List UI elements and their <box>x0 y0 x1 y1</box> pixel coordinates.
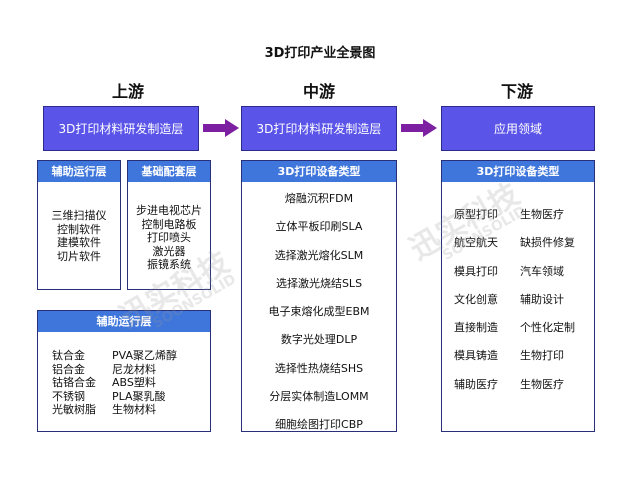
list-item: 选择激光熔化SLM <box>274 248 364 262</box>
equipment-types-panel: 3D打印设备类型 熔融沉积FDM 立体平板印刷SLA 选择激光熔化SLM 选择激… <box>241 160 397 432</box>
downstream-layer-label: 应用领域 <box>493 122 542 136</box>
list-item: 个性化定制 <box>520 321 575 335</box>
list-item: 生物打印 <box>520 349 564 363</box>
list-item: 航空航天 <box>454 236 498 250</box>
list-item: 文化创意 <box>454 292 498 306</box>
list-item: 打印喷头 <box>147 231 191 244</box>
list-item: PLA聚乳酸 <box>112 389 166 403</box>
list-item: 选择性热烧结SHS <box>274 361 364 375</box>
list-item: 模具打印 <box>454 264 498 278</box>
stage-downstream-label: 下游 <box>500 82 533 101</box>
list-item: 生物材料 <box>112 403 156 416</box>
list-item: PVA聚乙烯醇 <box>112 349 177 362</box>
upstream-layer-box: 3D打印材料研发制造层 <box>43 106 199 151</box>
aux-operation-panel: 辅助运行层 三维扫描仪 控制软件 建模软件 切片软件 <box>37 160 121 290</box>
downstream-layer-box: 应用领域 <box>441 106 595 151</box>
arrow-right-icon <box>203 119 239 137</box>
page-title: 3D打印产业全景图 <box>264 46 376 61</box>
list-item: 缺损件修复 <box>520 236 575 250</box>
list-item: 铝合金 <box>52 362 85 376</box>
list-item: 分层实体制造LOMM <box>269 390 369 404</box>
list-item: 模具铸造 <box>454 349 498 363</box>
base-support-panel: 基础配套层 步进电视芯片 控制电路板 打印喷头 激光器 振镜系统 <box>127 160 211 290</box>
materials-list-right: PVA聚乙烯醇 尼龙材料 ABS塑料 PLA聚乳酸 生物材料 <box>112 349 177 417</box>
list-item: 生物医疗 <box>520 377 564 391</box>
list-item: 原型打印 <box>454 208 498 221</box>
list-item: 辅助设计 <box>520 292 564 306</box>
list-item: 步进电视芯片 <box>136 204 202 217</box>
base-support-panel-title: 基础配套层 <box>128 161 210 182</box>
applications-list-right: 生物医疗 缺损件修复 汽车领域 辅助设计 个性化定制 生物打印 生物医疗 <box>520 201 575 399</box>
list-item: 数字光处理DLP <box>280 333 358 347</box>
equipment-types-list: 熔融沉积FDM 立体平板印刷SLA 选择激光熔化SLM 选择激光烧结SLS 电子… <box>242 185 396 440</box>
list-item: 钛合金 <box>52 349 85 362</box>
list-item: 控制软件 <box>57 222 101 236</box>
list-item: 生物医疗 <box>520 208 564 221</box>
list-item: ABS塑料 <box>112 376 156 389</box>
list-item: 建模软件 <box>57 236 101 249</box>
list-item: 不锈钢 <box>52 389 85 403</box>
stage-midstream-label: 中游 <box>302 82 335 101</box>
equipment-types-panel-title: 3D打印设备类型 <box>242 161 396 182</box>
midstream-layer-box: 3D打印材料研发制造层 <box>241 106 397 151</box>
list-item: 激光器 <box>152 244 186 258</box>
list-item: 选择激光烧结SLS <box>275 276 363 290</box>
list-item: 辅助医疗 <box>454 377 498 391</box>
list-item: 细胞绘图打印CBP <box>275 418 363 432</box>
applications-panel: 3D打印设备类型 原型打印 航空航天 模具打印 文化创意 直接制造 模具铸造 辅… <box>441 160 595 432</box>
list-item: 立体平板印刷SLA <box>275 220 363 234</box>
list-item: 直接制造 <box>454 321 498 335</box>
base-support-list: 步进电视芯片 控制电路板 打印喷头 激光器 振镜系统 <box>128 204 210 272</box>
list-item: 光敏树脂 <box>52 403 96 416</box>
list-item: 三维扫描仪 <box>51 209 107 222</box>
aux-operation-panel-title: 辅助运行层 <box>38 161 120 182</box>
applications-panel-title: 3D打印设备类型 <box>442 161 594 182</box>
list-item: 熔融沉积FDM <box>284 192 354 205</box>
list-item: 尼龙材料 <box>112 362 156 376</box>
stage-upstream-label: 上游 <box>111 82 144 101</box>
list-item: 控制电路板 <box>141 217 197 231</box>
list-item: 钴铬合金 <box>52 376 96 389</box>
materials-list-left: 钛合金 铝合金 钴铬合金 不锈钢 光敏树脂 <box>52 349 96 417</box>
materials-panel-title: 辅助运行层 <box>38 311 210 332</box>
list-item: 振镜系统 <box>147 258 191 271</box>
aux-operation-list: 三维扫描仪 控制软件 建模软件 切片软件 <box>38 209 120 263</box>
list-item: 汽车领域 <box>520 264 564 278</box>
midstream-layer-label: 3D打印材料研发制造层 <box>256 122 382 136</box>
list-item: 电子束熔化成型EBM <box>268 305 370 319</box>
upstream-layer-label: 3D打印材料研发制造层 <box>58 122 184 136</box>
materials-panel: 辅助运行层 钛合金 铝合金 钴铬合金 不锈钢 光敏树脂 PVA聚乙烯醇 尼龙材料… <box>37 310 211 432</box>
applications-list-left: 原型打印 航空航天 模具打印 文化创意 直接制造 模具铸造 辅助医疗 <box>454 201 498 399</box>
list-item: 切片软件 <box>57 249 101 263</box>
arrow-right-icon <box>401 119 437 137</box>
